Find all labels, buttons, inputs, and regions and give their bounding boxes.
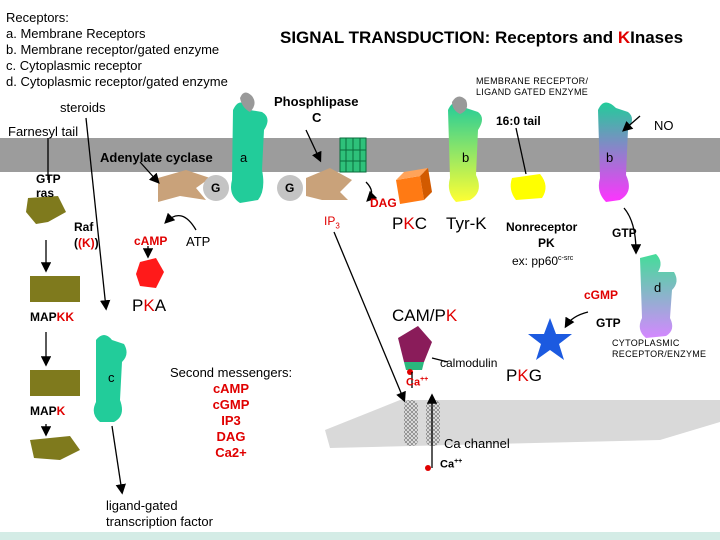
page-title: SIGNAL TRANSDUCTION: Receptors and KInas… — [280, 28, 684, 47]
label-transcription-factor: transcription factor — [106, 514, 213, 529]
label-dag: DAG — [370, 196, 397, 210]
label-nonreceptor-pk: PK — [538, 236, 555, 250]
receptor-a-shape — [231, 102, 268, 203]
bottom-blob-shape — [30, 436, 80, 460]
label-b-magenta: b — [606, 150, 614, 165]
ras-shape — [26, 196, 66, 224]
label-farnesyl: Farnesyl tail — [8, 124, 79, 139]
label-a: a — [240, 150, 248, 165]
camk-pentagon-shape — [398, 326, 432, 362]
label-calmodulin: calmodulin — [440, 356, 498, 370]
ca-channel-left-shape — [404, 400, 418, 446]
label-b-yellow: b — [462, 150, 470, 165]
ligand-a-shape — [240, 92, 255, 112]
label-g2: G — [285, 181, 295, 195]
label-camp: cAMP — [134, 234, 168, 248]
label-phospholipase: Phosphlipase — [274, 94, 359, 109]
receptor-c-shape — [93, 335, 127, 422]
label-g1: G — [211, 181, 221, 195]
er-membrane — [325, 400, 720, 448]
arrow-16tail — [515, 127, 527, 175]
messenger-ip3: IP3 — [221, 413, 241, 428]
g-protein-1-shape — [203, 175, 229, 201]
second-messengers-heading: Second messengers: — [169, 365, 293, 380]
label-16tail: 16:0 tail — [496, 114, 541, 128]
receptor-b-shape — [448, 102, 482, 202]
label-raf: Raf — [74, 220, 94, 234]
label-pkc: PKC — [392, 214, 427, 233]
label-cyto-enzyme-2: RECEPTOR/ENZYME — [612, 349, 707, 359]
arrow-adenylate — [139, 161, 160, 184]
pkg-star-shape — [528, 318, 572, 360]
arrow-steroids — [85, 117, 111, 311]
label-membrane-gated-2: LIGAND GATED ENZYME — [476, 87, 589, 97]
messenger-ca: Ca2+ — [215, 445, 247, 460]
receptor-b2-shape — [598, 102, 632, 202]
cyclase-right-shape — [306, 168, 352, 200]
arrow-plc — [305, 129, 322, 163]
label-gtp-ras-1: GTP — [36, 172, 61, 186]
label-steroids: steroids — [60, 100, 106, 115]
label-pkg: PKG — [506, 366, 542, 385]
label-ca-channel: Ca channel — [444, 436, 510, 451]
receptor-item-b: b. Membrane receptor/gated enzyme — [6, 42, 220, 57]
arrow-gtp-d — [623, 207, 642, 255]
label-ca-left: Ca++ — [406, 376, 429, 389]
label-atp: ATP — [186, 234, 211, 249]
messenger-dag: DAG — [216, 429, 246, 444]
label-raf-k: ((K)) — [74, 236, 99, 250]
label-adenylate: Adenylate cyclase — [100, 150, 213, 165]
label-c: c — [108, 370, 115, 385]
mapk-box-shape — [30, 370, 80, 396]
receptor-item-a: a. Membrane Receptors — [6, 26, 146, 41]
label-gtp-ras-2: ras — [36, 186, 55, 200]
receptor-item-d: d. Cytoplasmic receptor/gated enzyme — [6, 74, 228, 89]
label-nonreceptor: Nonreceptor — [506, 220, 578, 234]
arrow-dag — [365, 181, 378, 202]
label-campk: CAM/PK — [392, 306, 458, 325]
adenylate-cyclase-shape — [158, 170, 210, 202]
messenger-camp: cAMP — [212, 381, 250, 396]
second-messengers: Second messengers: cAMP cGMP IP3 DAG Ca2… — [166, 365, 296, 461]
label-pka: PKA — [132, 296, 167, 315]
arrow-calmodulin — [431, 357, 449, 363]
pka-shape — [136, 258, 164, 288]
label-ligand-gated: ligand-gated — [106, 498, 178, 513]
arrow-c-tf — [111, 425, 126, 495]
label-ip3: IP3 — [324, 214, 340, 231]
bottom-strip — [0, 532, 720, 540]
arrow-no — [622, 115, 641, 132]
ca-channel-right-shape — [426, 400, 440, 446]
label-gtp-right: GTP — [612, 226, 637, 240]
label-pp60: ex: pp60c-src — [512, 254, 574, 268]
mapkk-box-shape — [30, 276, 80, 302]
g-protein-2-shape — [277, 175, 303, 201]
label-tyrk: Tyr-K — [446, 214, 487, 233]
pkc-cube-shape — [396, 176, 424, 204]
receptors-list: Receptors: a. Membrane Receptors b. Memb… — [6, 10, 228, 90]
receptors-heading: Receptors: — [6, 10, 69, 25]
label-mapk: MAPK — [30, 404, 66, 418]
label-cgmp-right: cGMP — [584, 288, 619, 302]
arrow-cgmp-pkg — [564, 311, 589, 329]
label-cyto-enzyme-1: CYTOPLASMIC — [612, 338, 680, 348]
label-d: d — [654, 280, 662, 295]
label-ca-bottom: Ca++ — [440, 458, 463, 471]
ca-dot-bottom — [425, 465, 431, 471]
label-mapkk: MAPKK — [30, 310, 75, 324]
receptor-item-c: c. Cytoplasmic receptor — [6, 58, 142, 73]
messenger-cgmp: cGMP — [212, 397, 250, 412]
label-phospholipase-c: C — [312, 110, 322, 125]
label-membrane-gated-1: MEMBRANE RECEPTOR/ — [476, 76, 589, 86]
tyrk-blob-shape — [510, 174, 546, 200]
label-gtp-right-2: GTP — [596, 316, 621, 330]
receptor-d-shape — [639, 254, 677, 338]
label-no: NO — [654, 118, 674, 133]
arrow-atp-camp — [164, 212, 197, 231]
arrow-ip3 — [333, 231, 406, 403]
